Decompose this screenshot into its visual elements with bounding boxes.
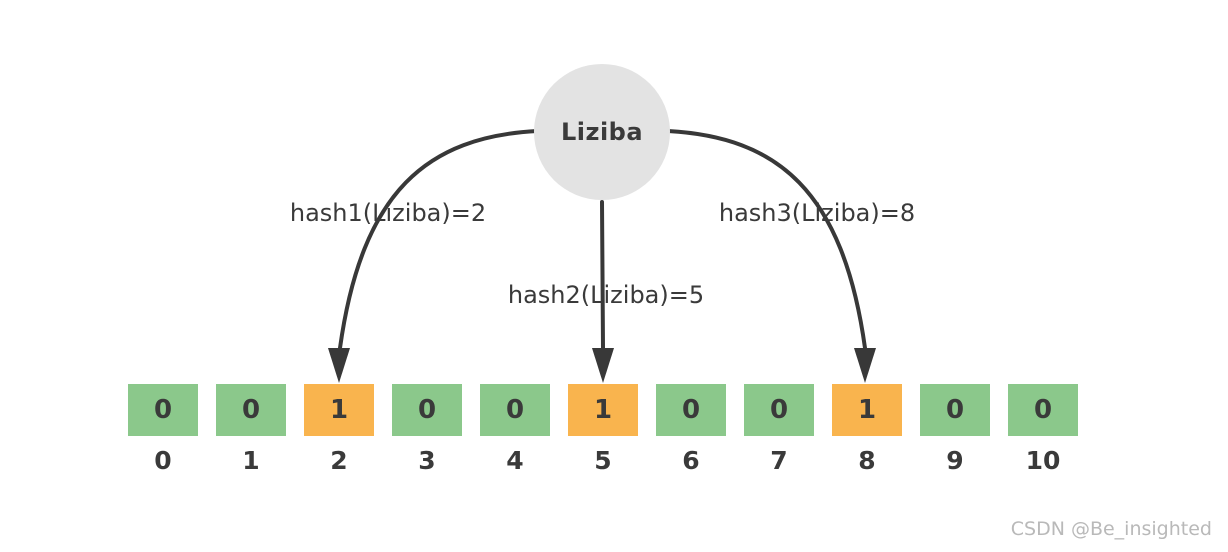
bit-cell-3: 0 (392, 384, 462, 436)
hash1-arrow (338, 129, 539, 350)
node-label: Liziba (560, 118, 644, 146)
bit-cell-1: 0 (216, 384, 286, 436)
index-label-4: 4 (506, 446, 524, 475)
index-label-6: 6 (682, 446, 700, 475)
index-label-0: 0 (154, 446, 172, 475)
watermark: CSDN @Be_insighted (1010, 518, 1212, 540)
hash1-arrowhead (328, 348, 350, 383)
bit-cell-2: 1 (304, 384, 374, 436)
bit-cell-5: 1 (568, 384, 638, 436)
index-label-3: 3 (418, 446, 436, 475)
index-label-9: 9 (946, 446, 964, 475)
hash2-arrow (600, 200, 605, 350)
bit-cell-0: 0 (128, 384, 198, 436)
hash3-label: hash3(Liziba)=8 (718, 199, 916, 227)
index-label-1: 1 (242, 446, 260, 475)
bit-cell-7: 0 (744, 384, 814, 436)
index-label-8: 8 (858, 446, 876, 475)
bit-cell-10: 0 (1008, 384, 1078, 436)
index-label-5: 5 (594, 446, 612, 475)
bit-cell-9: 0 (920, 384, 990, 436)
bit-cell-4: 0 (480, 384, 550, 436)
index-label-2: 2 (330, 446, 348, 475)
bit-cell-6: 0 (656, 384, 726, 436)
hash1-label: hash1(Liziba)=2 (289, 199, 487, 227)
hash3-arrow (666, 129, 867, 350)
liziba-node: Liziba (534, 64, 670, 200)
hash3-arrowhead (854, 348, 876, 383)
index-row: 0 1 2 3 4 5 6 7 8 9 10 (128, 446, 1078, 475)
hash2-arrowhead (592, 348, 614, 383)
bit-cell-8: 1 (832, 384, 902, 436)
index-label-10: 10 (1025, 446, 1061, 475)
hash2-label: hash2(Liziba)=5 (507, 281, 705, 309)
index-label-7: 7 (770, 446, 788, 475)
bit-array: 0 0 1 0 0 1 0 0 1 0 0 (128, 384, 1078, 436)
